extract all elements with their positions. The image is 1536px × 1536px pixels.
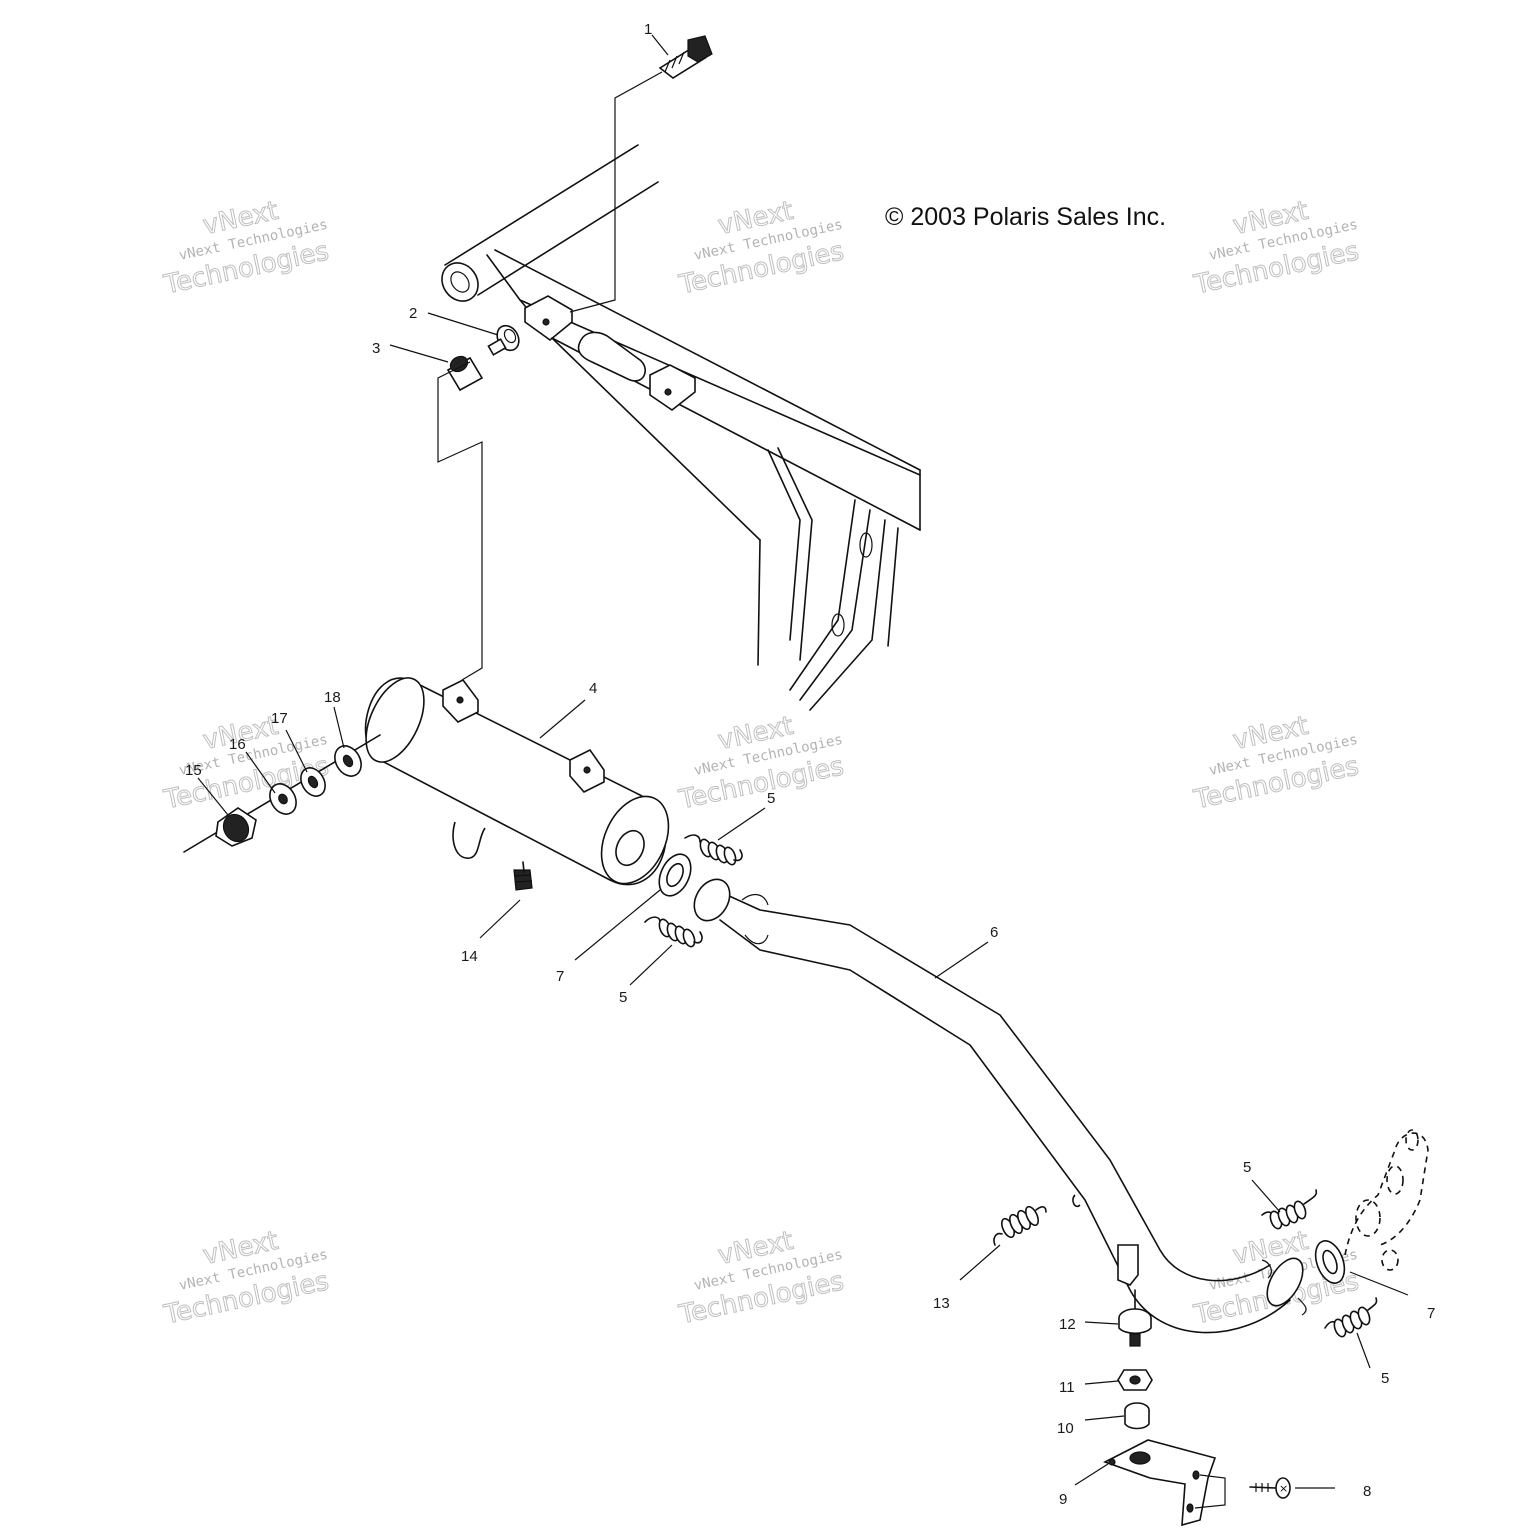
part-17-lockwasher: [300, 767, 326, 797]
callout-7-right: 7: [1427, 1305, 1435, 1322]
part-10-spacer: [1124, 1402, 1150, 1430]
part-13-spring: [993, 1205, 1047, 1246]
part-14-bolt: [513, 861, 533, 891]
part-5-spring-lower-right: [1324, 1297, 1378, 1338]
part-6-exhaust-pipe: [693, 878, 1307, 1334]
cylinder-outline-dashed: [1344, 1129, 1429, 1271]
callout-10: 10: [1057, 1420, 1074, 1437]
callout-5-lower-left: 5: [619, 989, 627, 1006]
callout-7-left: 7: [556, 968, 564, 985]
part-5-spring-lower-left: [644, 916, 703, 948]
part-5-spring-upper-right: [1261, 1189, 1318, 1230]
callout-12: 12: [1059, 1316, 1076, 1333]
callout-2: 2: [409, 305, 417, 322]
watermark-3: vNext vNext Technologies Technologies: [1190, 195, 1362, 301]
part-18-washer: [334, 745, 362, 777]
part-12-grommet: [1118, 1308, 1152, 1347]
phillips-head-icon: ×: [1279, 1482, 1288, 1495]
callout-6: 6: [990, 924, 998, 941]
watermark-8: vNext vNext Technologies Technologies: [675, 1225, 847, 1331]
callout-5-lower-right: 5: [1381, 1370, 1389, 1387]
watermark-2: vNext vNext Technologies Technologies: [675, 195, 847, 301]
callout-5-upper-left: 5: [767, 790, 775, 807]
watermark-5: vNext vNext Technologies Technologies: [675, 710, 847, 816]
callout-14: 14: [461, 948, 478, 965]
callout-9: 9: [1059, 1491, 1067, 1508]
part-4-muffler: [364, 677, 670, 886]
callout-8: 8: [1363, 1483, 1371, 1500]
leader-lines: [197, 34, 1409, 1489]
part-11-nut: [1117, 1369, 1153, 1391]
watermark-1: vNext vNext Technologies Technologies: [160, 195, 332, 301]
callout-17: 17: [271, 710, 288, 727]
part-15-nut: [215, 807, 257, 847]
part-3-spacer: [446, 355, 484, 392]
callout-18: 18: [324, 689, 341, 706]
watermark-6: vNext vNext Technologies Technologies: [1190, 710, 1362, 816]
part-2-grommet: [487, 324, 520, 356]
callout-4: 4: [589, 680, 597, 697]
callout-11: 11: [1059, 1379, 1075, 1396]
watermark-group: vNext vNext Technologies Technologies vN…: [160, 195, 1362, 1331]
callout-15: 15: [185, 762, 202, 779]
watermark-4: vNext vNext Technologies Technologies: [160, 710, 332, 816]
part-8-bolt: ×: [1249, 1477, 1291, 1499]
watermark-7: vNext vNext Technologies Technologies: [160, 1225, 332, 1331]
callout-1: 1: [644, 21, 652, 38]
part-9-bracket: [1102, 1439, 1226, 1527]
copyright-text: © 2003 Polaris Sales Inc.: [885, 203, 1166, 231]
part-1-bolt: [658, 35, 713, 79]
part-7-gasket-left: [658, 853, 692, 897]
callout-13: 13: [933, 1295, 950, 1312]
part-16-washer: [269, 783, 297, 815]
frame-structure: [441, 144, 921, 711]
callout-labels: 1 2 3 4 5 5 5 5 6 7 7 8 9 10 11 12 13 14…: [185, 21, 1435, 1508]
callout-16: 16: [229, 736, 246, 753]
part-5-spring-upper-left: [684, 834, 743, 866]
callout-3: 3: [372, 340, 380, 357]
part-7-gasket-right: [1314, 1240, 1346, 1284]
callout-5-upper-right: 5: [1243, 1159, 1251, 1176]
